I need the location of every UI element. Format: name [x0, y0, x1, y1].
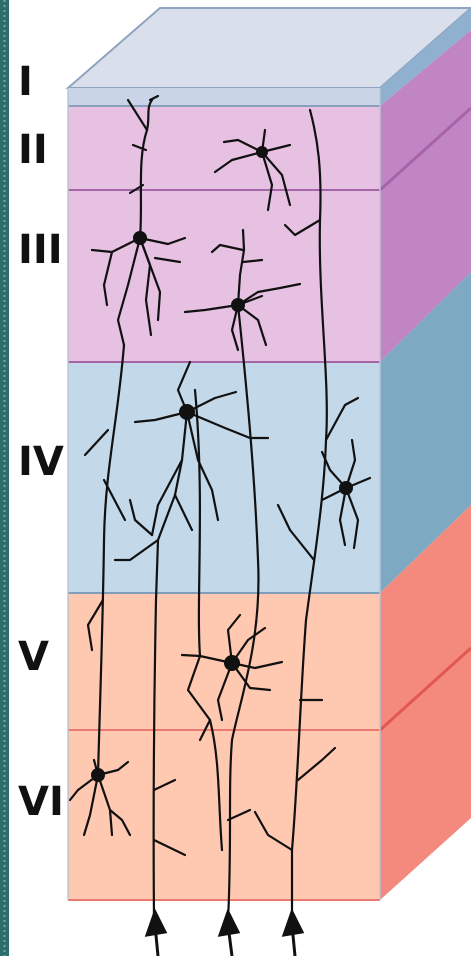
arrow-3-head — [284, 912, 302, 935]
layer-3-band — [68, 190, 380, 362]
layer-label-1: I — [18, 62, 33, 102]
layer-label-5: V — [18, 637, 49, 677]
arrow-2-head — [220, 912, 238, 935]
afferent-arrows — [147, 912, 302, 956]
layer-label-4: IV — [18, 442, 64, 482]
layer-1-band — [68, 88, 380, 106]
soma-layer-4-right — [339, 481, 353, 495]
layer-label-2: II — [18, 130, 48, 170]
layer-label-6: VI — [18, 782, 64, 822]
soma-layer-4 — [179, 404, 195, 420]
layer-label-3: III — [18, 230, 63, 270]
soma-layer-6 — [91, 768, 105, 782]
left-border-strip — [0, 0, 9, 956]
arrow-1-head — [147, 912, 165, 935]
soma-layer-2 — [256, 146, 268, 158]
layer-4-band — [68, 362, 380, 593]
soma-layer-3-right — [231, 298, 245, 312]
soma-layer-3-left — [133, 231, 147, 245]
layer-2-band — [68, 106, 380, 190]
soma-layer-5 — [224, 655, 240, 671]
